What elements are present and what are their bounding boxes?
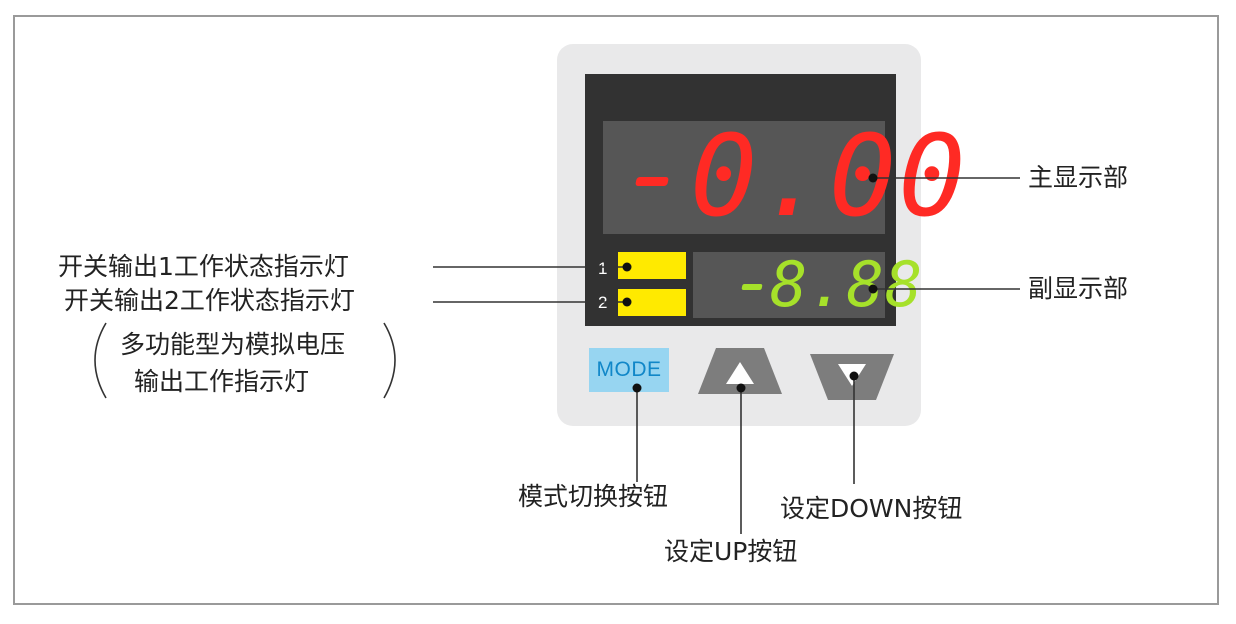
output1-indicator-label: 开关输出1工作状态指示灯 xyxy=(58,252,349,281)
diagram-frame xyxy=(13,15,1219,605)
sub-display-value: 8.88 xyxy=(770,248,924,321)
down-button-leader-dot xyxy=(849,371,859,381)
triangle-up-icon xyxy=(726,362,754,384)
multifunction-label-line2: 输出工作指示灯 xyxy=(134,367,310,396)
down-button-label: 设定DOWN按钮 xyxy=(780,494,963,523)
up-button[interactable] xyxy=(698,348,782,394)
mode-button-leader-dot xyxy=(632,383,642,393)
main-display-leader-dot xyxy=(868,173,878,183)
output2-leader-dot xyxy=(622,297,632,307)
mode-button-label: 模式切换按钮 xyxy=(518,482,669,511)
sub-display-window xyxy=(693,252,885,318)
sub-display-label: 副显示部 xyxy=(1028,274,1129,303)
multifunction-label-line1: 多功能型为模拟电压 xyxy=(120,330,346,359)
output2-indicator-label: 开关输出2工作状态指示灯 xyxy=(64,286,355,315)
left-bracket xyxy=(94,322,107,399)
main-display-value: 0.00 xyxy=(690,112,968,242)
sub-display-leader-dot xyxy=(868,284,878,294)
output1-indicator-number: 1 xyxy=(598,259,608,278)
right-bracket xyxy=(383,322,396,399)
main-display-label: 主显示部 xyxy=(1028,163,1129,192)
up-button-leader-dot xyxy=(736,383,746,393)
output1-leader-dot xyxy=(622,262,632,272)
up-button-label: 设定UP按钮 xyxy=(664,537,798,566)
mode-button[interactable]: MODE xyxy=(589,348,669,392)
